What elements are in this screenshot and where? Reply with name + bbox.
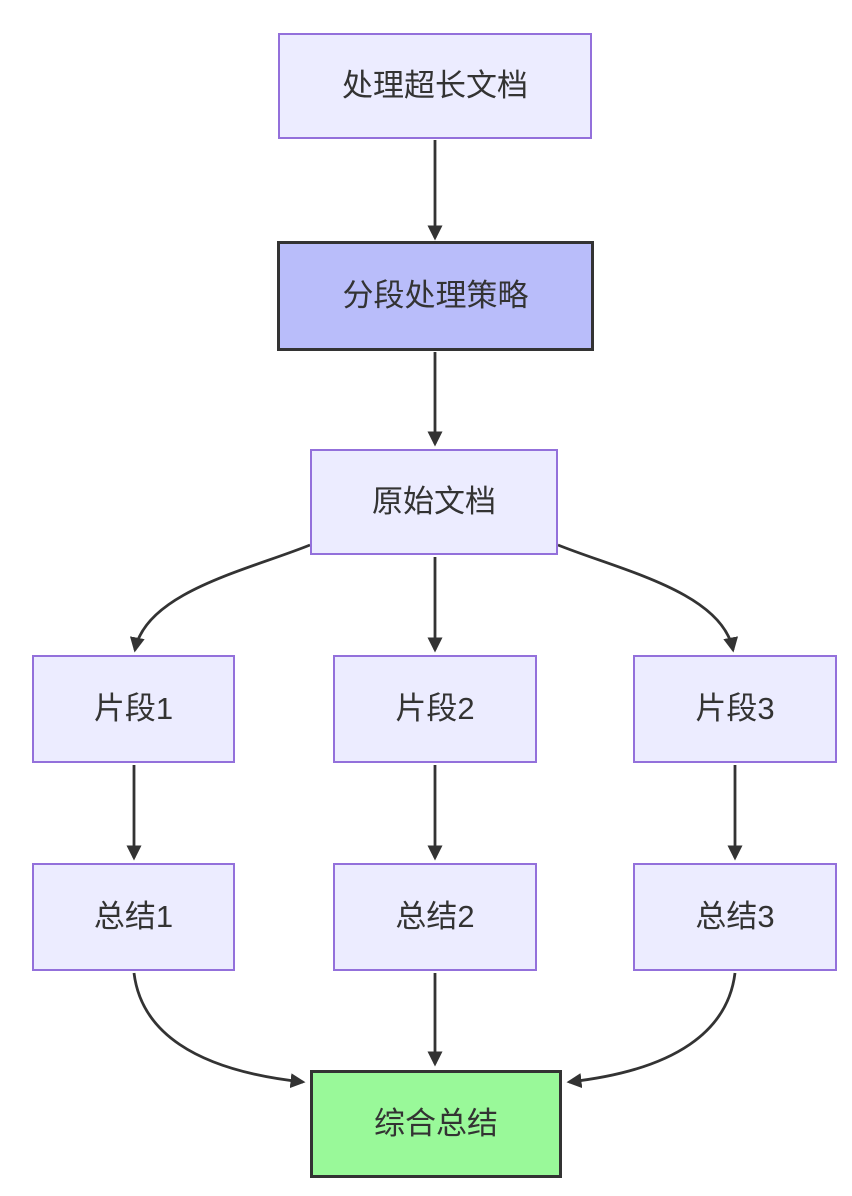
edge-sum1-final bbox=[132, 972, 306, 1089]
node-label: 总结3 bbox=[695, 899, 775, 935]
node-final-summary: 综合总结 bbox=[310, 1070, 562, 1178]
node-label: 分段处理策略 bbox=[342, 278, 529, 314]
node-label: 片段2 bbox=[395, 691, 475, 727]
node-fragment-3: 片段3 bbox=[633, 655, 837, 763]
node-summary-1: 总结1 bbox=[32, 863, 235, 971]
node-label: 片段1 bbox=[93, 691, 174, 727]
edge-sum3-final bbox=[566, 972, 737, 1089]
node-label: 总结1 bbox=[93, 899, 174, 935]
node-segmentation-strategy: 分段处理策略 bbox=[277, 241, 594, 351]
node-label: 处理超长文档 bbox=[342, 68, 528, 104]
edge-doc-frag1 bbox=[129, 543, 311, 653]
node-summary-3: 总结3 bbox=[633, 863, 837, 971]
node-original-document: 原始文档 bbox=[310, 449, 558, 555]
node-label: 总结2 bbox=[395, 899, 475, 935]
node-process-long-document: 处理超长文档 bbox=[278, 33, 592, 139]
edge-doc-frag3 bbox=[557, 543, 739, 653]
node-label: 综合总结 bbox=[374, 1106, 498, 1142]
node-summary-2: 总结2 bbox=[333, 863, 537, 971]
node-label: 片段3 bbox=[695, 691, 775, 727]
node-label: 原始文档 bbox=[372, 484, 496, 520]
node-fragment-1: 片段1 bbox=[32, 655, 235, 763]
node-fragment-2: 片段2 bbox=[333, 655, 537, 763]
